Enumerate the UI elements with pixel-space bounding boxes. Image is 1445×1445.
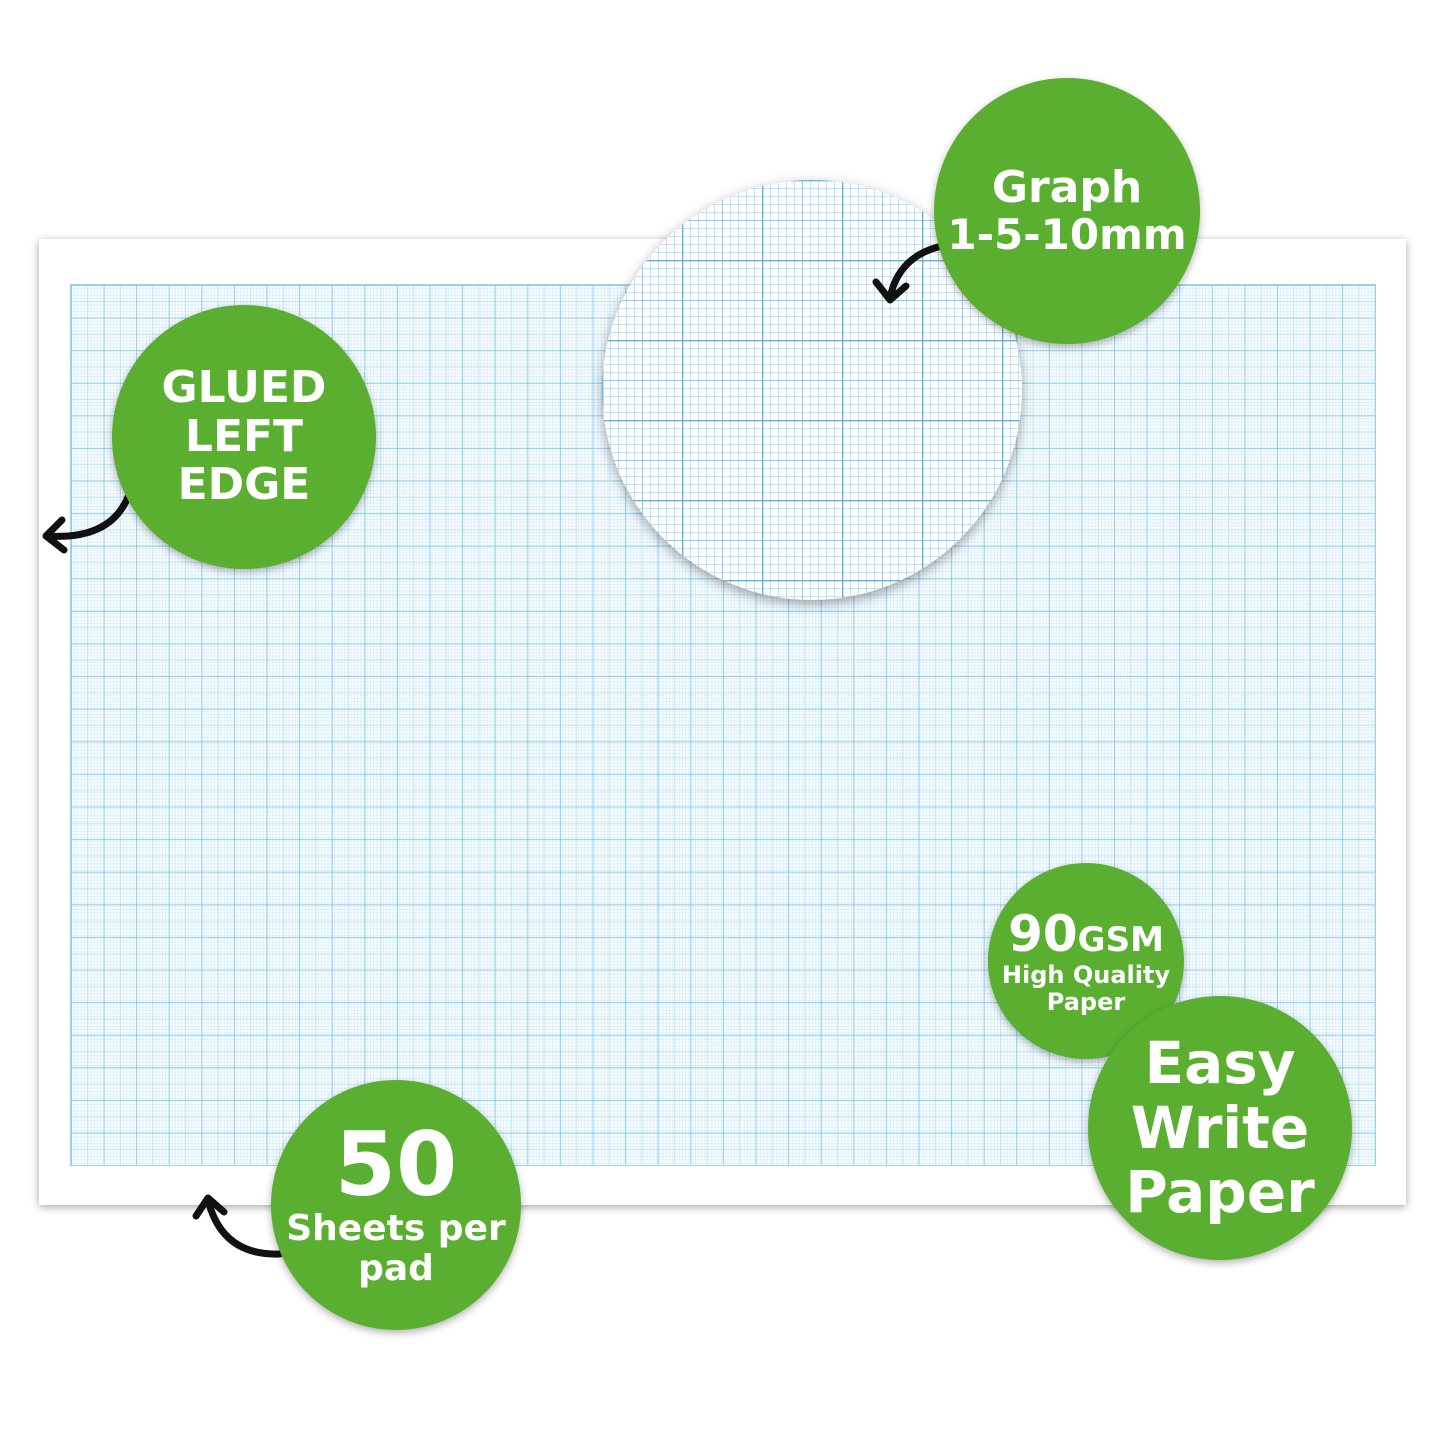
- sheets-per-pad-badge: 50 Sheets per pad: [271, 1080, 521, 1330]
- graph-line1: Graph: [991, 161, 1143, 213]
- gsm-number: 90: [1008, 905, 1078, 964]
- arrow-sheets-icon: [192, 1194, 284, 1258]
- sheets-line3: pad: [358, 1248, 434, 1289]
- gsm-weight: 90GSM: [1008, 907, 1164, 962]
- glued-left-edge-badge: GLUED LEFT EDGE: [112, 305, 376, 569]
- easy-line3: Paper: [1125, 1158, 1315, 1227]
- glued-line2: LEFT: [184, 410, 304, 462]
- sheets-number: 50: [334, 1113, 458, 1217]
- graph-spec-badge: Graph 1-5-10mm: [934, 78, 1200, 344]
- gsm-line2: High Quality: [1001, 961, 1171, 990]
- glued-line1: GLUED: [161, 362, 327, 414]
- easy-write-badge: Easy Write Paper: [1088, 996, 1352, 1260]
- gsm-unit: GSM: [1077, 920, 1164, 961]
- easy-line1: Easy: [1144, 1028, 1296, 1097]
- graph-line2: 1-5-10mm: [947, 210, 1187, 260]
- gsm-line3: Paper: [1046, 987, 1126, 1016]
- easy-line2: Write: [1130, 1093, 1310, 1162]
- glued-line3: EDGE: [177, 459, 311, 511]
- sheets-line2: Sheets per: [286, 1208, 506, 1250]
